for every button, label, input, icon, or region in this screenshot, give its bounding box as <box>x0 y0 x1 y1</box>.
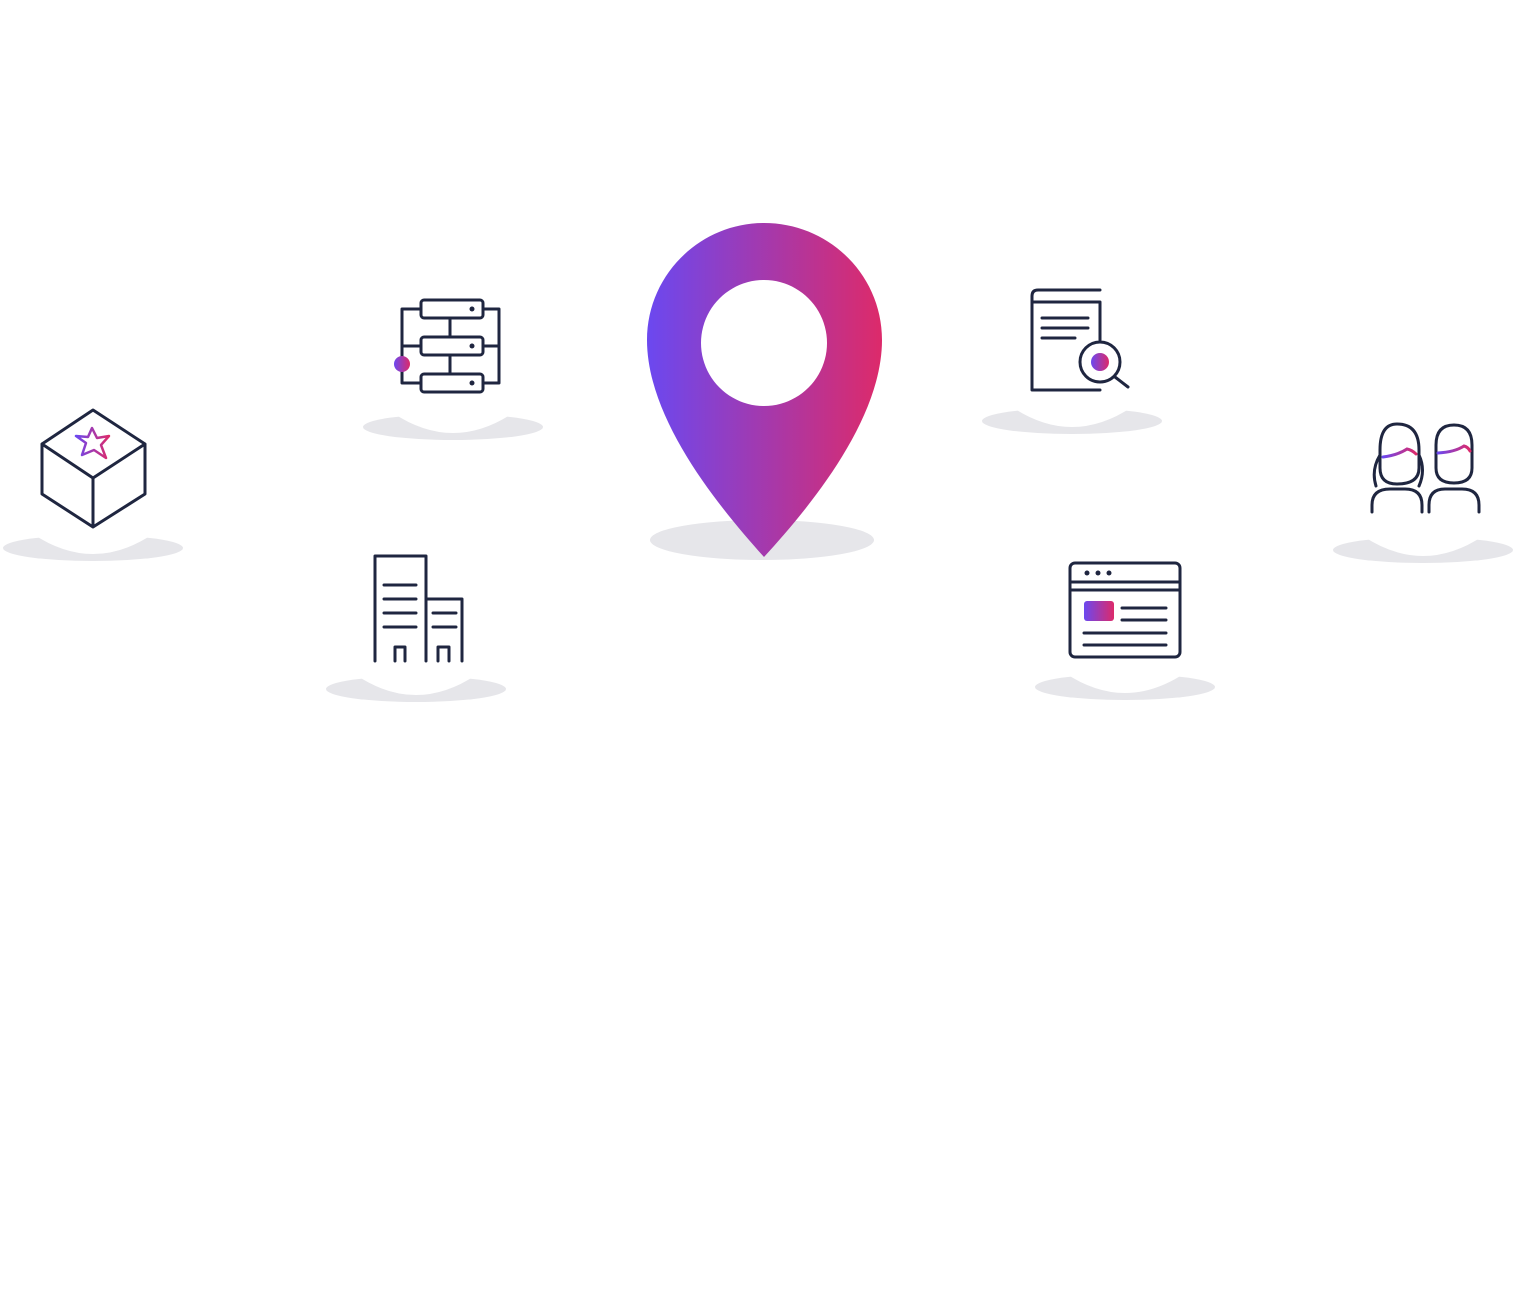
people-icon <box>1328 422 1518 563</box>
cube-star-icon <box>0 408 188 561</box>
pedestal <box>1030 665 1220 700</box>
pedestal <box>977 399 1167 434</box>
browser-window-icon <box>1030 561 1220 700</box>
document-search-icon <box>977 288 1167 434</box>
pedestal <box>1328 528 1518 563</box>
location-pin-icon <box>647 223 882 560</box>
pedestal <box>358 405 548 440</box>
pedestal <box>321 667 511 702</box>
pedestal <box>0 526 188 561</box>
office-building-icon <box>321 554 511 702</box>
server-stack-icon <box>358 298 548 440</box>
